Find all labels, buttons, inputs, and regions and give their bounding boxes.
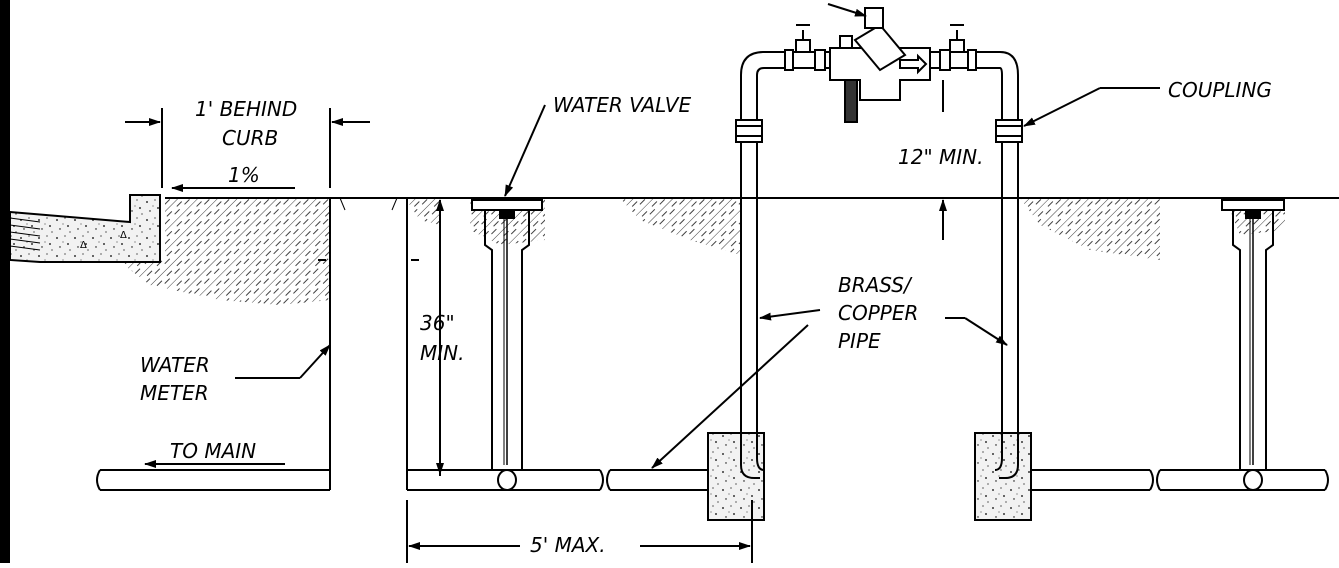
sheet-border	[0, 0, 10, 563]
label-pipe: PIPE	[838, 329, 881, 353]
svg-text:Δ: Δ	[80, 240, 87, 251]
label-36: 36"	[420, 311, 455, 335]
label-slope: 1%	[228, 163, 260, 187]
label-coupling: COUPLING	[1168, 78, 1272, 102]
label-12-min: 12" MIN.	[898, 145, 983, 169]
label-copper: COPPER	[838, 301, 918, 325]
thrust-block-left	[707, 432, 765, 521]
label-behind-curb: 1' BEHIND	[195, 97, 297, 121]
backflow-assembly	[740, 7, 1019, 123]
label-min: MIN.	[420, 341, 464, 365]
callout-labels: 1' BEHIND CURB 1% WATER VALVE COUPLING 1…	[140, 78, 1272, 557]
label-curb: CURB	[222, 126, 278, 150]
water-valve-stem	[471, 199, 543, 491]
water-valve-stem-right	[1221, 199, 1285, 491]
label-water-valve: WATER VALVE	[553, 93, 691, 117]
soil-hatch	[120, 198, 1285, 305]
label-to-main: TO MAIN	[170, 439, 256, 463]
label-5-max: 5' MAX.	[530, 533, 606, 557]
label-meter: METER	[140, 381, 209, 405]
riser-pipe-right	[994, 75, 1023, 479]
curb: Δ Δ	[9, 194, 161, 263]
riser-pipe-left	[735, 75, 765, 479]
label-brass: BRASS/	[838, 273, 913, 297]
label-water: WATER	[140, 353, 210, 377]
svg-text:Δ: Δ	[120, 230, 127, 241]
water-meter-box	[318, 197, 419, 490]
